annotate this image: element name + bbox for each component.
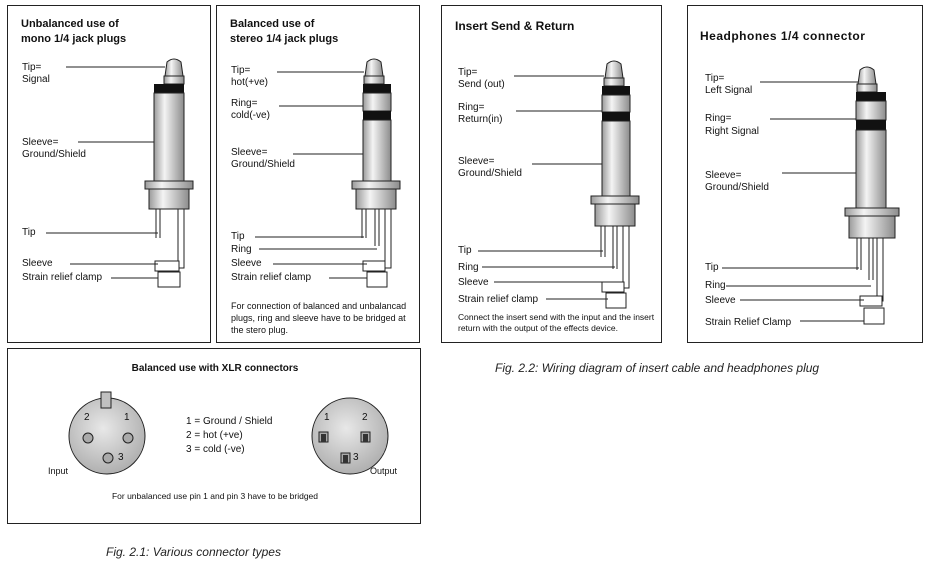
- mono-wire-clamp: Strain relief clamp: [22, 272, 103, 283]
- stereo-wire-tip: Tip: [231, 231, 245, 242]
- insert-sleeve-ground: Ground/Shield: [458, 168, 522, 179]
- xlr-bridge-note: For unbalanced use pin 1 and pin 3 have …: [111, 491, 319, 501]
- headphones-wire-ring: Ring: [705, 280, 726, 291]
- xlr-input-pin-2: 2: [84, 412, 90, 423]
- insert-jack-plug-diagram: [478, 60, 640, 309]
- xlr-output-pin-1: 1: [324, 412, 330, 423]
- stereo-bridge-note: For connection of balanced and unbalanca…: [231, 301, 407, 335]
- mono-jack-panel: Unbalanced use of mono 1/4 jack plugs Ti…: [7, 5, 211, 343]
- mono-panel-title-line2: mono 1/4 jack plugs: [21, 33, 127, 45]
- stereo-wire-clamp: Strain relief clamp: [231, 272, 312, 283]
- insert-panel-title: Insert Send & Return: [455, 19, 575, 33]
- xlr-output-pin-3: 3: [353, 452, 359, 463]
- insert-tip-send: Send (out): [458, 79, 505, 90]
- stereo-sleeve-ground: Ground/Shield: [231, 159, 295, 170]
- stereo-wire-sleeve: Sleeve: [231, 258, 262, 269]
- xlr-panel: Balanced use with XLR connectors 2 1 3 1…: [7, 348, 421, 524]
- xlr-legend-ground: 1 = Ground / Shield: [186, 416, 273, 427]
- mono-jack-plug-diagram: [46, 58, 194, 288]
- xlr-legend-cold: 3 = cold (-ve): [186, 444, 245, 455]
- headphones-ring-label: Ring=: [705, 113, 732, 124]
- insert-sleeve-label: Sleeve=: [458, 156, 495, 167]
- mono-sleeve-ground: Ground/Shield: [22, 149, 86, 160]
- insert-panel: Insert Send & Return Tip= Send (out) Rin…: [441, 5, 662, 343]
- mono-sleeve-label: Sleeve=: [22, 137, 59, 148]
- mono-tip-label: Tip=: [22, 62, 42, 73]
- stereo-wire-ring: Ring: [231, 244, 252, 255]
- insert-ring-label: Ring=: [458, 102, 485, 113]
- headphones-tip-left: Left Signal: [705, 85, 753, 96]
- headphones-wire-sleeve: Sleeve: [705, 295, 736, 306]
- stereo-tip-hot: hot(+ve): [231, 77, 268, 88]
- insert-tip-label: Tip=: [458, 67, 478, 78]
- mono-wire-tip: Tip: [22, 227, 36, 238]
- insert-wire-ring: Ring: [458, 262, 479, 273]
- xlr-input-pin-3: 3: [118, 452, 124, 463]
- stereo-jack-panel: Balanced use of stereo 1/4 jack plugs Ti…: [216, 5, 420, 343]
- stereo-ring-label: Ring=: [231, 98, 258, 109]
- xlr-input-connector: [68, 391, 146, 475]
- headphones-panel-title: Headphones 1/4 connector: [700, 29, 866, 43]
- xlr-output-label: Output: [370, 466, 398, 476]
- stereo-panel-title-line1: Balanced use of: [230, 18, 315, 30]
- stereo-tip-label: Tip=: [231, 65, 251, 76]
- xlr-output-connector: [311, 397, 389, 475]
- stereo-ring-cold: cold(-ve): [231, 110, 270, 121]
- xlr-legend-hot: 2 = hot (+ve): [186, 430, 243, 441]
- jack-sleeve: [153, 92, 185, 182]
- stereo-sleeve-label: Sleeve=: [231, 147, 268, 158]
- insert-wire-clamp: Strain relief clamp: [458, 294, 539, 305]
- xlr-panel-title: Balanced use with XLR connectors: [131, 363, 299, 374]
- jack-collar: [144, 180, 194, 190]
- mono-tip-signal: Signal: [22, 74, 50, 85]
- xlr-connectors-diagram: [68, 391, 389, 475]
- headphones-tip-label: Tip=: [705, 73, 725, 84]
- insert-wire-sleeve: Sleeve: [458, 277, 489, 288]
- stereo-panel-title-line2: stereo 1/4 jack plugs: [230, 33, 339, 45]
- caption-fig-2-1: Fig. 2.1: Various connector types: [106, 545, 281, 559]
- xlr-input-pin-1: 1: [124, 412, 130, 423]
- headphones-sleeve-ground: Ground/Shield: [705, 182, 769, 193]
- stereo-jack-plug-diagram: [255, 58, 401, 288]
- mono-wire-sleeve: Sleeve: [22, 258, 53, 269]
- headphones-ring-right: Right Signal: [705, 126, 759, 137]
- insert-wire-tip: Tip: [458, 245, 472, 256]
- headphones-sleeve-label: Sleeve=: [705, 170, 742, 181]
- xlr-output-pin-2: 2: [362, 412, 368, 423]
- xlr-input-label: Input: [48, 466, 69, 476]
- insert-connection-note: Connect the insert send with the input a…: [458, 312, 655, 333]
- headphones-wire-tip: Tip: [705, 262, 719, 273]
- headphones-panel: Headphones 1/4 connector Tip= Left Signa…: [687, 5, 923, 343]
- mono-panel-title-line1: Unbalanced use of: [21, 18, 119, 30]
- headphones-jack-plug-diagram: [722, 66, 900, 325]
- insert-ring-return: Return(in): [458, 114, 503, 125]
- jack-tip: [154, 58, 185, 93]
- caption-fig-2-2: Fig. 2.2: Wiring diagram of insert cable…: [495, 361, 820, 375]
- headphones-wire-clamp: Strain Relief Clamp: [705, 317, 792, 328]
